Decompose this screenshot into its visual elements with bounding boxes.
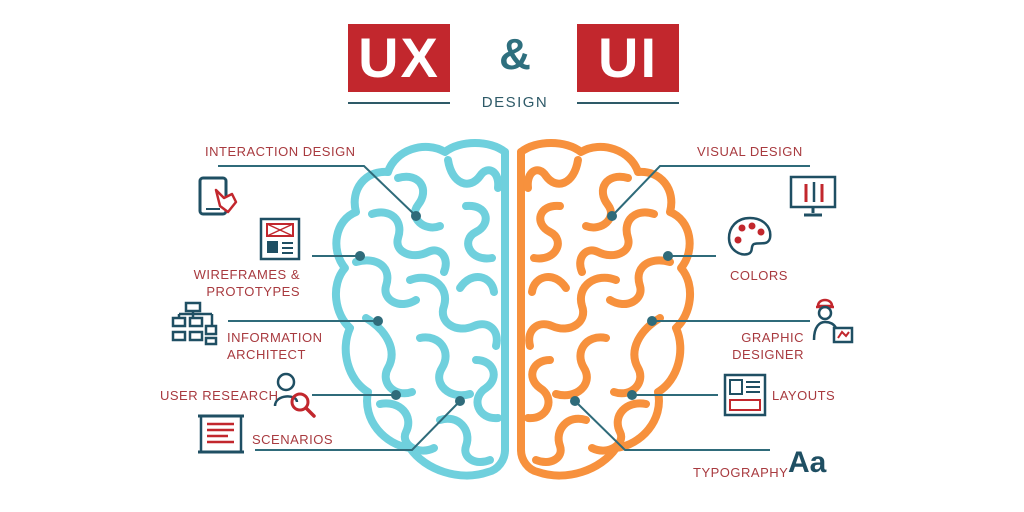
right-brain-hemisphere [517, 139, 695, 480]
label-wireframes-line2: PROTOTYPES [206, 284, 300, 299]
left-connector-dots [355, 211, 465, 406]
design-subtitle: DESIGN [481, 94, 549, 111]
wireframe-document-icon [259, 217, 301, 261]
label-interaction-design: INTERACTION DESIGN [205, 144, 356, 159]
right-connector-dots [570, 211, 673, 406]
ux-title: UX [358, 26, 440, 89]
label-colors: COLORS [730, 268, 788, 283]
typography-aa-icon: Aa [788, 446, 827, 479]
ui-title: UI [598, 26, 658, 89]
palette-icon [727, 216, 772, 256]
left-brain-hemisphere [331, 139, 509, 480]
label-user-research: USER RESEARCH [160, 388, 279, 403]
right-connectors [574, 165, 810, 451]
label-scenarios: SCENARIOS [252, 432, 334, 447]
scroll-document-icon [198, 414, 244, 454]
label-graphic-line2: DESIGNER [732, 347, 804, 362]
label-visual-design: VISUAL DESIGN [697, 144, 803, 159]
tablet-touch-icon [198, 176, 238, 216]
label-information-line2: ARCHITECT [227, 347, 306, 362]
user-search-icon [273, 372, 316, 418]
sitemap-icon [171, 301, 218, 346]
label-information-line1: INFORMATION [227, 330, 323, 345]
label-graphic-designer: GRAPHIC DESIGNER [718, 329, 804, 363]
left-connectors [218, 165, 461, 451]
label-typography: TYPOGRAPHY [693, 465, 789, 480]
ui-title-box: UI [577, 24, 679, 92]
label-information-architect: INFORMATION ARCHITECT [227, 329, 323, 363]
label-graphic-line1: GRAPHIC [741, 330, 804, 345]
label-layouts: LAYOUTS [772, 388, 836, 403]
monitor-tools-icon [789, 175, 837, 217]
label-wireframes-prototypes: WIREFRAMES & PROTOTYPES [188, 266, 300, 300]
layout-icon [723, 373, 767, 417]
designer-icon [812, 298, 854, 344]
ampersand: & [499, 30, 531, 79]
ux-title-box: UX [348, 24, 450, 92]
label-wireframes-line1: WIREFRAMES & [193, 267, 300, 282]
